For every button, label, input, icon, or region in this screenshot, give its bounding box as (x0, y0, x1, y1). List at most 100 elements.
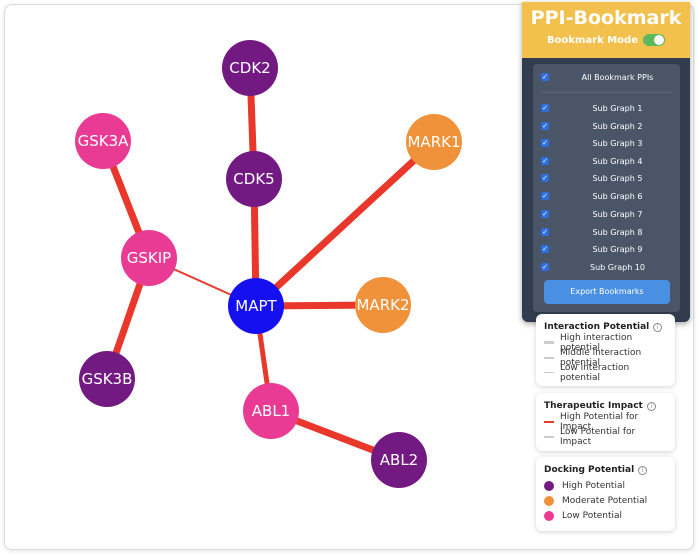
bookmark-mode-row: Bookmark Mode (522, 34, 690, 46)
panel-header: PPI-Bookmark Bookmark Mode (522, 2, 690, 58)
subgraph-row-10[interactable]: ✓ Sub Graph 10 (533, 260, 680, 276)
subgraph-checkbox[interactable]: ✓ (541, 263, 549, 271)
subgraph-checkbox[interactable]: ✓ (541, 122, 549, 130)
subgraph-row-4[interactable]: ✓ Sub Graph 4 (533, 154, 680, 170)
subgraph-row-5[interactable]: ✓ Sub Graph 5 (533, 171, 680, 187)
info-icon[interactable]: i (653, 322, 663, 332)
node-label: GSK3B (82, 370, 133, 388)
subgraph-row-2[interactable]: ✓ Sub Graph 2 (533, 119, 680, 135)
interaction-potential-legend: Interaction Potential i High interaction… (536, 314, 675, 386)
node-label: CDK2 (229, 59, 270, 77)
thin-line-swatch (544, 372, 554, 373)
node-gsk3a[interactable]: GSK3A (75, 113, 131, 169)
node-abl2[interactable]: ABL2 (371, 432, 427, 488)
node-label: CDK5 (233, 170, 274, 188)
subgraph-row-7[interactable]: ✓Sub Graph 7 (533, 207, 680, 223)
node-label: MARK2 (356, 296, 409, 314)
subgraph-label: Sub Graph 4 (592, 157, 643, 166)
bookmark-panel: PPI-Bookmark Bookmark Mode ✓ All Bookmar… (522, 2, 690, 322)
subgraph-label: Sub Graph 6 (592, 192, 643, 201)
therapeutic-legend-title-text: Therapeutic Impact (544, 401, 643, 411)
export-bookmarks-button[interactable]: Export Bookmarks (544, 280, 670, 304)
info-icon[interactable]: i (646, 401, 656, 411)
subgraph-row-9[interactable]: ✓ Sub Graph 9 (533, 242, 680, 258)
subgraph-label: Sub Graph 10 (589, 263, 646, 272)
legend-item: Moderate Potential (544, 493, 667, 508)
node-label: GSKIP (127, 249, 171, 267)
node-label: MARK1 (407, 133, 460, 151)
legend-item: High Potential (544, 478, 667, 493)
node-mapt[interactable]: MAPT (228, 278, 284, 334)
subgraph-label: Sub Graph 2 (592, 122, 643, 131)
node-circle[interactable] (79, 351, 135, 407)
bookmark-mode-toggle[interactable] (643, 34, 665, 46)
gray-line-swatch (544, 435, 554, 438)
legend-item: High Potential for Impact (544, 411, 667, 432)
docking-legend-title: Docking Potential i (544, 465, 667, 475)
legend-item-label: Middle interaction potential (560, 347, 642, 368)
legend-item: Low Potential (544, 508, 667, 523)
node-circle[interactable] (371, 432, 427, 488)
node-cdk2[interactable]: CDK2 (222, 40, 278, 96)
subgraph-checkbox[interactable]: ✓ (541, 228, 549, 236)
interaction-legend-title: Interaction Potential i (544, 322, 667, 332)
subgraph-checkbox[interactable]: ✓ (541, 245, 549, 253)
subgraph-row-3[interactable]: ✓ Sub Graph 3 (533, 136, 680, 152)
all-bookmarks-checkbox[interactable]: ✓ (541, 73, 549, 81)
subgraph-checkbox[interactable]: ✓ (541, 157, 549, 165)
node-circle[interactable] (406, 114, 462, 170)
node-gsk3b[interactable]: GSK3B (79, 351, 135, 407)
node-label: ABL2 (380, 451, 418, 469)
node-circle[interactable] (222, 40, 278, 96)
list-divider (541, 92, 672, 93)
subgraph-row-6[interactable]: ✓ Sub Graph 6 (533, 189, 680, 205)
node-label: MAPT (235, 297, 277, 315)
legend-item: Middle interaction potential (544, 347, 667, 368)
node-gskip[interactable]: GSKIP (121, 230, 177, 286)
thick-line-swatch (544, 341, 554, 344)
legend-item-label: High Potential (562, 480, 625, 491)
node-mark1[interactable]: MARK1 (406, 114, 462, 170)
subgraph-checkbox[interactable]: ✓ (541, 210, 549, 218)
subgraph-label: Sub Graph 5 (592, 174, 643, 183)
all-bookmarks-row[interactable]: ✓ All Bookmark PPIs (533, 70, 680, 86)
node-label: ABL1 (252, 402, 290, 420)
docking-potential-legend: Docking Potential i High Potential Moder… (536, 457, 675, 531)
legend-item: Low Potential for Impact (544, 426, 667, 447)
legend-item-label: Low interaction potential (560, 362, 630, 383)
subgraph-label: Sub Graph 8 (592, 228, 643, 237)
subgraph-label: Sub Graph 1 (592, 104, 643, 113)
subgraph-label: Sub Graph 3 (592, 139, 643, 148)
legend-item: High interaction potential (544, 332, 667, 353)
edge-mapt-mark1[interactable] (253, 139, 437, 309)
legend-item-label: Moderate Potential (562, 495, 648, 506)
node-abl1[interactable]: ABL1 (243, 383, 299, 439)
subgraph-checkbox[interactable]: ✓ (541, 174, 549, 182)
node-circle[interactable] (121, 230, 177, 286)
node-cdk5[interactable]: CDK5 (226, 151, 282, 207)
red-line-swatch (544, 420, 554, 423)
toggle-knob (654, 35, 664, 45)
subgraph-checkbox[interactable]: ✓ (541, 192, 549, 200)
subgraph-row-8[interactable]: ✓ Sub Graph 8 (533, 225, 680, 241)
subgraph-row-1[interactable]: ✓ Sub Graph 1 (533, 101, 680, 117)
node-mark2[interactable]: MARK2 (355, 277, 411, 333)
subgraph-checkbox[interactable]: ✓ (541, 104, 549, 112)
node-circle[interactable] (228, 278, 284, 334)
orange-dot-swatch (544, 495, 554, 506)
legend-item-label: High Potential for Impact (560, 411, 639, 432)
node-circle[interactable] (75, 113, 131, 169)
interaction-legend-title-text: Interaction Potential (544, 322, 650, 332)
node-circle[interactable] (243, 383, 299, 439)
node-circle[interactable] (226, 151, 282, 207)
legend-item-label: High interaction potential (560, 332, 633, 353)
info-icon[interactable]: i (638, 465, 648, 475)
legend-item: Low interaction potential (544, 362, 667, 383)
subgraph-checkbox[interactable]: ✓ (541, 139, 549, 147)
legend-item-label: Low Potential for Impact (560, 426, 636, 447)
purple-dot-swatch (544, 480, 554, 491)
subgraph-label: Sub Graph 9 (592, 245, 643, 254)
node-circle[interactable] (355, 277, 411, 333)
